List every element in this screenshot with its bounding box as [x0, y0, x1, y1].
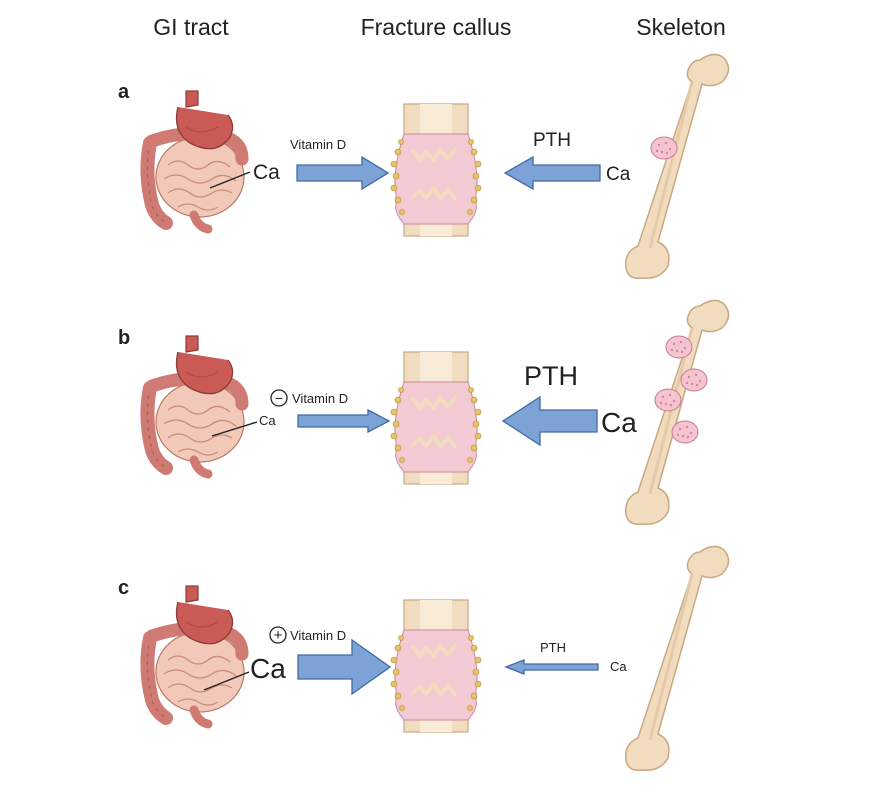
gi-tract-illustration: [147, 336, 244, 474]
plus-sign-circle: [269, 626, 287, 644]
ca-gi-label: Ca: [250, 653, 286, 684]
panel-letter: a: [118, 81, 130, 103]
vitamin-d-label: Vitamin D: [290, 137, 346, 152]
ca-skeleton-label: Ca: [610, 659, 627, 674]
pth-label: PTH: [533, 130, 571, 151]
gi-tract-illustration: [147, 91, 244, 229]
ca-pointer-line: [209, 171, 251, 189]
minus-sign-circle: [270, 389, 288, 407]
resorption-pit: [654, 388, 682, 412]
panel-b: b Ca − Vitamin D PTH Ca: [118, 298, 731, 526]
vitamin-d-label: Vitamin D: [290, 628, 346, 643]
pth-arrow: [501, 395, 598, 447]
resorption-pit: [680, 368, 708, 392]
vitamin-d-arrow: [297, 408, 391, 434]
pth-label: PTH: [524, 361, 578, 391]
ca-skeleton-label: Ca: [601, 407, 637, 438]
resorption-pit: [665, 335, 693, 359]
pth-arrow: [504, 659, 599, 675]
ca-pointer-line: [203, 671, 250, 691]
vitamin-d-arrow: [297, 638, 392, 696]
vitamin-d-sign: +: [274, 627, 283, 644]
panel-letter: c: [118, 577, 129, 599]
femur-illustration: [624, 52, 731, 280]
resorption-pit: [650, 136, 678, 160]
panel-letter: b: [118, 327, 130, 349]
vitamin-d-sign: −: [275, 390, 283, 406]
header-gi-tract: GI tract: [153, 14, 229, 40]
ca-gi-label: Ca: [253, 161, 280, 184]
panel-a: a Ca Vitamin D PTH Ca: [118, 52, 731, 280]
ca-skeleton-label: Ca: [606, 164, 631, 185]
fracture-callus-illustration: [389, 102, 483, 238]
pth-arrow: [503, 155, 601, 191]
gi-tract-illustration: [147, 586, 244, 724]
header-fracture-callus: Fracture callus: [361, 14, 512, 40]
femur-illustration: [624, 298, 731, 526]
header-skeleton: Skeleton: [636, 14, 726, 40]
vitamin-d-arrow: [296, 155, 390, 191]
panel-c: c Ca + Vitamin D PTH Ca: [118, 544, 731, 772]
pth-label: PTH: [540, 640, 566, 655]
ca-pointer-line: [211, 421, 258, 437]
fracture-callus-illustration: [389, 598, 483, 734]
resorption-pit: [671, 420, 699, 444]
femur-illustration: [624, 544, 731, 772]
ca-gi-label: Ca: [259, 413, 276, 428]
vitamin-d-label: Vitamin D: [292, 391, 348, 406]
fracture-callus-illustration: [389, 350, 483, 486]
